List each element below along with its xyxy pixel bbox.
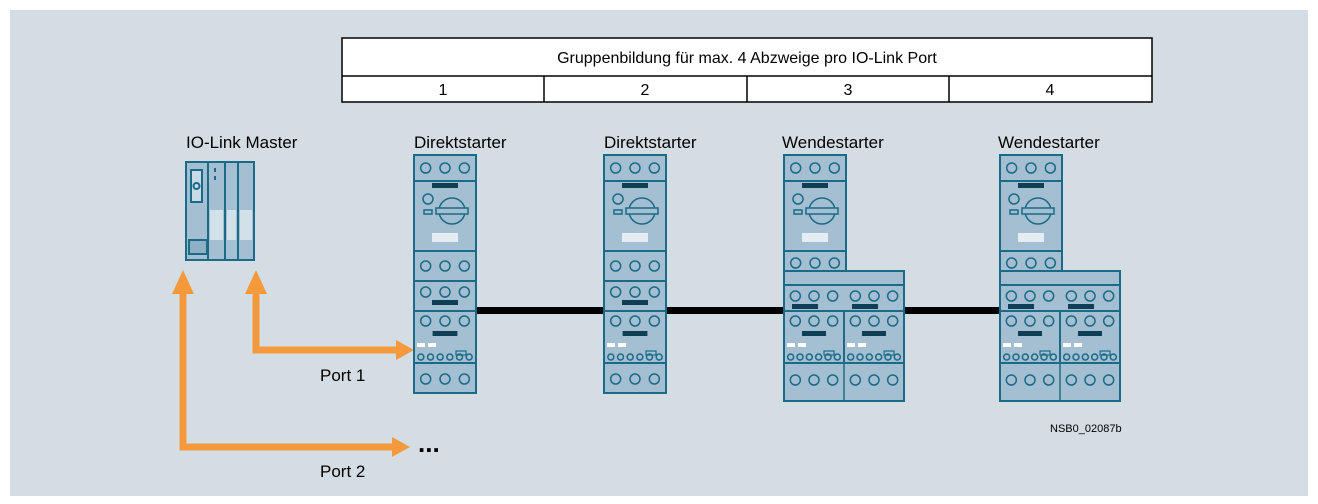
starter-label-2: Direktstarter <box>604 133 697 152</box>
io-link-bus-line <box>470 307 1010 314</box>
table-column-4: 4 <box>1046 82 1055 99</box>
table-column-3: 3 <box>844 82 853 99</box>
direktstarter-device-1 <box>413 154 477 394</box>
table-column-2: 2 <box>641 82 650 99</box>
starter-devices <box>413 154 1121 402</box>
starter-label-1: Direktstarter <box>414 133 507 152</box>
master-label: IO-Link Master <box>186 133 298 152</box>
table-column-1: 1 <box>439 82 448 99</box>
starter-label-4: Wendestarter <box>998 133 1100 152</box>
port2-arrow-line <box>179 290 395 451</box>
starter-label-3: Wendestarter <box>782 133 884 152</box>
figure-id: NSB0_02087b <box>1050 423 1122 435</box>
table-title: Gruppenbildung für max. 4 Abzweige pro I… <box>557 50 937 67</box>
group-header-table: Gruppenbildung für max. 4 Abzweige pro I… <box>341 37 1153 103</box>
port-continuation-ellipsis: ... <box>418 428 440 458</box>
port2-arrow-head-right <box>392 437 410 457</box>
direktstarter-device-2 <box>603 154 667 394</box>
wendestarter-device-3 <box>783 154 905 402</box>
port1-arrow-line <box>252 290 400 354</box>
wendestarter-device-4 <box>999 154 1121 402</box>
port1-arrow-head-right <box>396 340 414 360</box>
port-arrows <box>179 290 400 451</box>
port1-label: Port 1 <box>320 366 365 385</box>
port2-label: Port 2 <box>320 462 365 481</box>
port1-arrow-head-up <box>245 270 267 294</box>
io-link-master-device <box>185 161 255 261</box>
port2-arrow-head-up <box>172 270 194 294</box>
